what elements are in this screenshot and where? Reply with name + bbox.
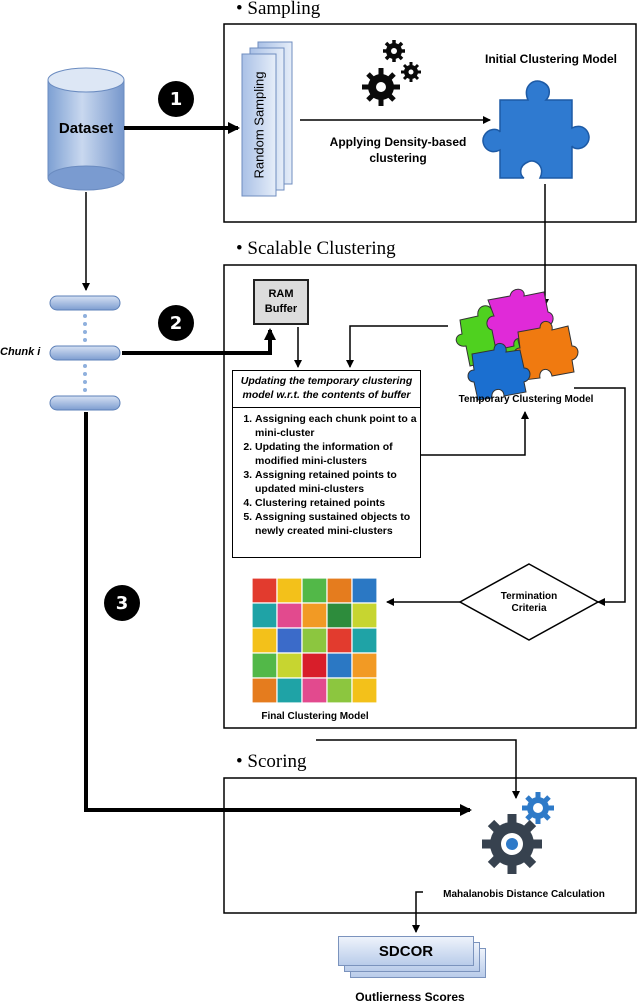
scalable-frame (223, 264, 637, 729)
initial-model-label: Initial Clustering Model (484, 52, 617, 66)
sdcor-label: SDCOR (378, 942, 434, 960)
temporary-model-puzzle-icon (455, 288, 579, 401)
sampling-frame (223, 23, 637, 223)
ram-line-1: RAM (268, 288, 294, 300)
section-title-sampling: • Sampling (236, 0, 320, 20)
gears-icon (362, 40, 421, 106)
update-model-title: Updating the temporary clustering model … (233, 371, 420, 408)
chunk-stack-icon (49, 295, 121, 411)
update-step: Updating the information of modified min… (255, 440, 420, 468)
random-sampling-label: Random Sampling (251, 71, 267, 179)
applying-line-2: clustering (369, 151, 427, 165)
dataset-cylinder-icon (47, 67, 125, 191)
sdcor-card-front (338, 936, 474, 966)
step-badge-2: 2 (158, 305, 194, 341)
sampling-title-text: Sampling (247, 0, 321, 19)
mahalanobis-label: Mahalanobis Distance Calculation (443, 889, 605, 900)
termination-diamond (458, 563, 600, 641)
update-step: Clustering retained points (255, 496, 420, 510)
temporary-model-label: Temporary Clustering Model (458, 394, 594, 405)
termination-line-1: Termination (500, 591, 558, 602)
termination-line-2: Criteria (511, 603, 547, 614)
applying-clustering-label: Applying Density-based clustering (318, 134, 478, 166)
applying-line-1: Applying Density-based (329, 135, 467, 149)
bullet-scalable: • (236, 238, 243, 259)
bullet-scoring: • (236, 751, 243, 772)
update-step: Assigning sustained objects to newly cre… (255, 510, 420, 538)
chunk-label: Chunk i (0, 346, 41, 358)
random-sampling-cards-icon (241, 41, 293, 197)
bullet-sampling: • (236, 0, 243, 19)
step-badge-3: 3 (104, 585, 140, 621)
ram-buffer-box: RAM Buffer (253, 279, 309, 325)
dataset-label: Dataset (58, 120, 114, 137)
update-steps-list: Assigning each chunk point to a mini-clu… (233, 412, 420, 538)
final-model-label: Final Clustering Model (261, 711, 369, 722)
update-model-box: Updating the temporary clustering model … (232, 370, 421, 558)
scoring-frame (223, 777, 637, 914)
step-badge-1: 1 (158, 81, 194, 117)
update-step: Assigning retained points to updated min… (255, 468, 420, 496)
scalable-title-text: Scalable Clustering (247, 238, 396, 259)
final-model-puzzle-grid-icon (251, 577, 378, 704)
initial-model-puzzle-icon (482, 80, 590, 179)
section-title-scoring: • Scoring (236, 751, 307, 773)
outlierness-label: Outlierness Scores (355, 990, 465, 1004)
random-sampling-label-wrap: Random Sampling (245, 54, 273, 196)
ram-line-2: Buffer (264, 303, 298, 315)
scoring-title-text: Scoring (247, 751, 307, 772)
section-title-scalable: • Scalable Clustering (236, 238, 396, 260)
termination-label: Termination Criteria (479, 591, 579, 615)
mahalanobis-gears-icon (482, 792, 554, 874)
update-step: Assigning each chunk point to a mini-clu… (255, 412, 420, 440)
